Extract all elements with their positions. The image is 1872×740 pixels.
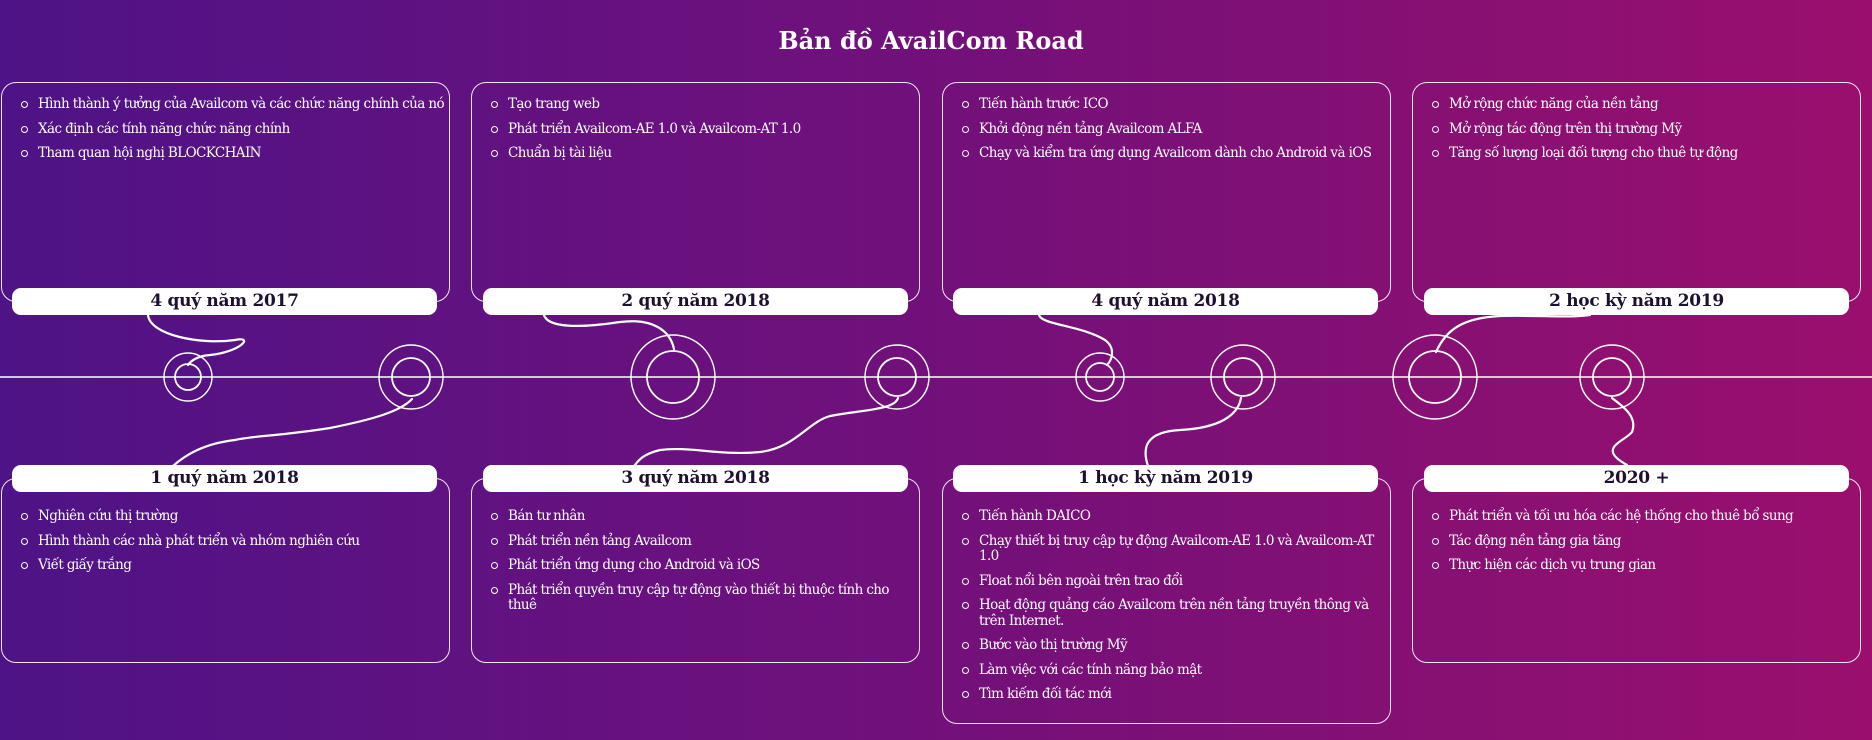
milestone-card-q3-2018: Bán tư nhân Phát triển nền tảng Availcom…	[471, 478, 920, 663]
node-2020-outer	[1579, 344, 1645, 410]
node-q2-2018-inner	[646, 350, 700, 404]
milestone-card-q1-2018: Nghiên cứu thị trường Hình thành các nhà…	[1, 478, 450, 663]
milestone-items: Tạo trang web Phát triển Availcom-AE 1.0…	[472, 83, 919, 162]
connector-h1-2019	[1144, 396, 1243, 468]
list-item: Phát triển nền tảng Availcom	[472, 533, 919, 550]
node-q4-2018-inner	[1085, 362, 1115, 392]
period-label-h2-2019: 2 học kỳ năm 2019	[1424, 288, 1849, 315]
node-q4-2017-outer	[163, 352, 213, 402]
milestone-items: Mở rộng chức năng của nền tảng Mở rộng t…	[1413, 83, 1860, 162]
milestone-items: Bán tư nhân Phát triển nền tảng Availcom…	[472, 479, 919, 614]
list-item: Tìm kiếm đối tác mới	[943, 686, 1390, 703]
list-item: Mở rộng tác động trên thị trường Mỹ	[1413, 121, 1860, 138]
list-item: Bán tư nhân	[472, 508, 919, 525]
list-item: Hình thành ý tưởng của Availcom và các c…	[2, 96, 449, 113]
milestone-card-h1-2019: Tiến hành DAICO Chạy thiết bị truy cập t…	[942, 478, 1391, 724]
milestone-card-q4-2017: Hình thành ý tưởng của Availcom và các c…	[1, 82, 450, 302]
list-item: Khởi động nền tảng Availcom ALFA	[943, 121, 1390, 138]
milestone-card-q4-2018: Tiến hành trước ICO Khởi động nền tảng A…	[942, 82, 1391, 302]
list-item: Mở rộng chức năng của nền tảng	[1413, 96, 1860, 113]
list-item: Tiến hành trước ICO	[943, 96, 1390, 113]
node-h2-2019-inner	[1408, 350, 1462, 404]
node-h2-2019-outer	[1392, 334, 1478, 420]
node-q2-2018-outer	[630, 334, 716, 420]
list-item: Hoạt động quảng cáo Availcom trên nền tả…	[943, 597, 1390, 629]
milestone-card-2020: Phát triển và tối ưu hóa các hệ thống ch…	[1412, 478, 1861, 663]
list-item: Chạy và kiểm tra ứng dụng Availcom dành …	[943, 145, 1390, 162]
connector-q1-2018	[171, 397, 414, 468]
list-item: Bước vào thị trường Mỹ	[943, 637, 1390, 654]
node-q4-2018-outer	[1075, 352, 1125, 402]
list-item: Phát triển quyền truy cập tự động vào th…	[472, 582, 919, 614]
list-item: Tham quan hội nghị BLOCKCHAIN	[2, 145, 449, 162]
node-q3-2018-inner	[877, 357, 917, 397]
period-label-2020: 2020 +	[1424, 465, 1849, 492]
node-h1-2019-outer	[1210, 344, 1276, 410]
list-item: Tác động nền tảng gia tăng	[1413, 533, 1860, 550]
list-item: Chuẩn bị tài liệu	[472, 145, 919, 162]
list-item: Xác định các tính năng chức năng chính	[2, 121, 449, 138]
connector-q4-2018	[1037, 313, 1114, 367]
connector-2020	[1610, 396, 1635, 467]
node-h1-2019-inner	[1223, 357, 1263, 397]
period-label-q4-2018: 4 quý năm 2018	[953, 288, 1378, 315]
period-label-q3-2018: 3 quý năm 2018	[483, 465, 908, 492]
node-q4-2017-inner	[174, 363, 202, 391]
milestone-items: Nghiên cứu thị trường Hình thành các nhà…	[2, 479, 449, 574]
list-item: Viết giấy trắng	[2, 557, 449, 574]
list-item: Tạo trang web	[472, 96, 919, 113]
connector-q3-2018	[632, 396, 900, 468]
list-item: Chạy thiết bị truy cập tự động Availcom-…	[943, 533, 1390, 565]
list-item: Phát triển ứng dụng cho Android và iOS	[472, 557, 919, 574]
milestone-items: Phát triển và tối ưu hóa các hệ thống ch…	[1413, 479, 1860, 574]
list-item: Thực hiện các dịch vụ trung gian	[1413, 557, 1860, 574]
milestone-card-q2-2018: Tạo trang web Phát triển Availcom-AE 1.0…	[471, 82, 920, 302]
list-item: Nghiên cứu thị trường	[2, 508, 449, 525]
node-q3-2018-outer	[864, 344, 930, 410]
period-label-h1-2019: 1 học kỳ năm 2019	[953, 465, 1378, 492]
milestone-items: Tiến hành trước ICO Khởi động nền tảng A…	[943, 83, 1390, 162]
connector-q2-2018	[542, 313, 676, 351]
period-label-q4-2017: 4 quý năm 2017	[12, 288, 437, 315]
connector-q4-2017	[146, 313, 246, 367]
milestone-items: Hình thành ý tưởng của Availcom và các c…	[2, 83, 449, 162]
list-item: Tăng số lượng loại đối tượng cho thuê tự…	[1413, 145, 1860, 162]
node-q1-2018-outer	[378, 344, 444, 410]
milestone-items: Tiến hành DAICO Chạy thiết bị truy cập t…	[943, 479, 1390, 703]
connector-h2-2019	[1434, 313, 1592, 354]
list-item: Làm việc với các tính năng bảo mật	[943, 662, 1390, 679]
node-2020-inner	[1592, 357, 1632, 397]
list-item: Float nổi bên ngoài trên trao đổi	[943, 573, 1390, 590]
list-item: Tiến hành DAICO	[943, 508, 1390, 525]
period-label-q1-2018: 1 quý năm 2018	[12, 465, 437, 492]
milestone-card-h2-2019: Mở rộng chức năng của nền tảng Mở rộng t…	[1412, 82, 1861, 302]
period-label-q2-2018: 2 quý năm 2018	[483, 288, 908, 315]
node-q1-2018-inner	[391, 357, 431, 397]
list-item: Phát triển và tối ưu hóa các hệ thống ch…	[1413, 508, 1860, 525]
page-title: Bản đồ AvailCom Road	[778, 26, 1084, 55]
list-item: Hình thành các nhà phát triển và nhóm ng…	[2, 533, 449, 550]
list-item: Phát triển Availcom-AE 1.0 và Availcom-A…	[472, 121, 919, 138]
